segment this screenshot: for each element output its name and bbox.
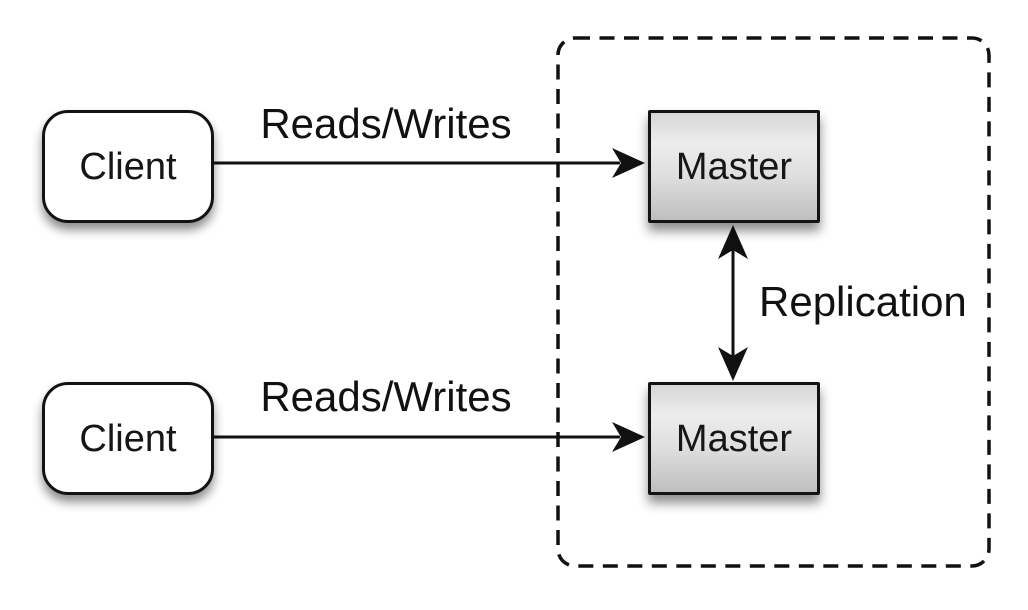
replication-boundary-box bbox=[556, 36, 991, 568]
edge-label-reads-writes-bottom: Reads/Writes bbox=[260, 373, 512, 420]
reads-writes-arrow-bottom-icon bbox=[214, 422, 645, 452]
replication-double-arrow-icon bbox=[718, 225, 748, 381]
node-client-top-label: Client bbox=[79, 145, 177, 188]
node-client-top: Client bbox=[42, 110, 214, 223]
node-client-bottom-label: Client bbox=[79, 417, 177, 460]
reads-writes-arrow-top-icon bbox=[214, 148, 645, 178]
node-master-bottom-label: Master bbox=[675, 417, 793, 460]
edge-label-replication: Replication bbox=[759, 278, 967, 325]
node-master-top: Master bbox=[648, 110, 820, 223]
node-client-bottom: Client bbox=[42, 382, 214, 495]
node-master-top-label: Master bbox=[675, 145, 793, 188]
node-master-bottom: Master bbox=[648, 382, 820, 495]
edge-label-reads-writes-top: Reads/Writes bbox=[260, 100, 512, 147]
